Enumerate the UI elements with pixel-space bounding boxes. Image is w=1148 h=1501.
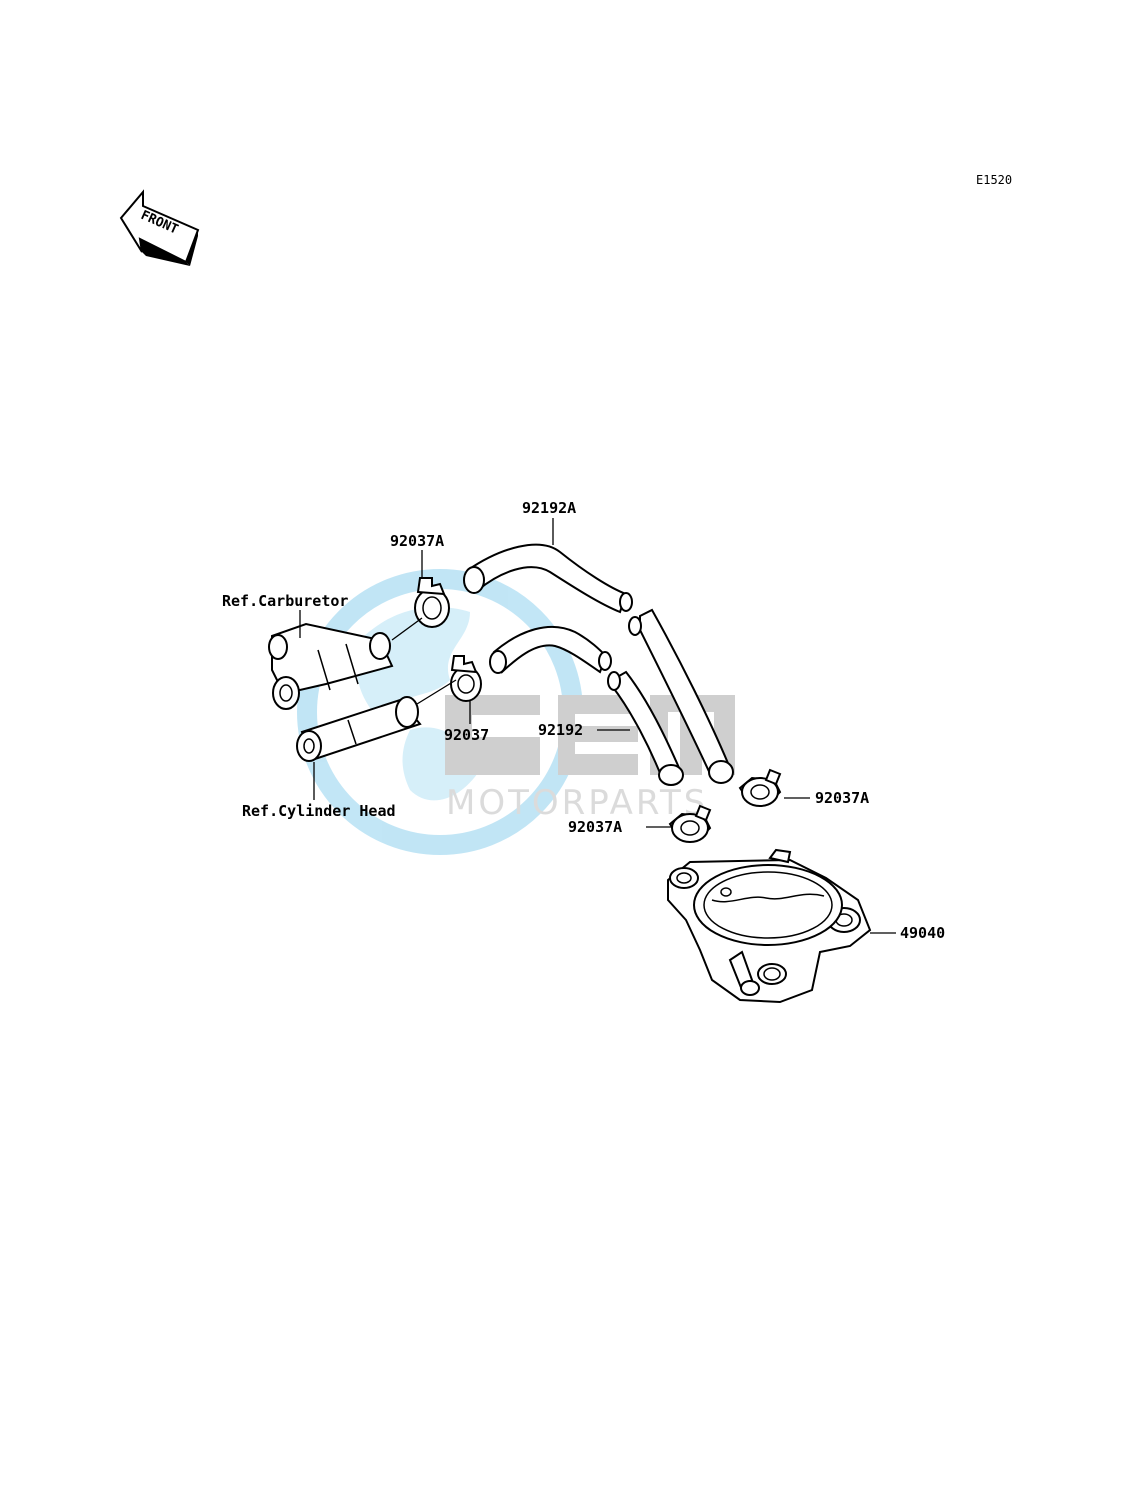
hose-92192 bbox=[489, 625, 684, 786]
clamp-92037a-lower bbox=[668, 804, 712, 843]
label-ref-cylinder-head: Ref.Cylinder Head bbox=[242, 802, 396, 820]
cylinder-head-pipe bbox=[296, 696, 422, 762]
pump-49040 bbox=[667, 848, 872, 1004]
label-92037a-right: 92037A bbox=[815, 789, 869, 807]
label-92192a: 92192A bbox=[522, 499, 576, 517]
carburetor-fitting bbox=[268, 622, 394, 710]
clamp-92037a-top bbox=[414, 577, 450, 628]
label-92192: 92192 bbox=[538, 721, 583, 739]
label-92037a-lower: 92037A bbox=[568, 818, 622, 836]
watermark-tagline: MOTORPARTS bbox=[446, 783, 708, 823]
leader-lines bbox=[299, 518, 896, 934]
label-ref-carburetor: Ref.Carburetor bbox=[222, 592, 348, 610]
label-49040: 49040 bbox=[900, 924, 945, 942]
diagram-code: E1520 bbox=[976, 173, 1012, 187]
label-92037a-top: 92037A bbox=[390, 532, 444, 550]
clamp-92037 bbox=[450, 655, 482, 702]
clamp-92037a-right bbox=[738, 768, 782, 807]
watermark-brand bbox=[445, 695, 735, 775]
hose-92192a bbox=[463, 543, 734, 784]
label-92037: 92037 bbox=[444, 726, 489, 744]
front-arrow-icon: FRONT bbox=[119, 189, 200, 266]
watermark-logo: MOTORPARTS bbox=[297, 569, 735, 855]
